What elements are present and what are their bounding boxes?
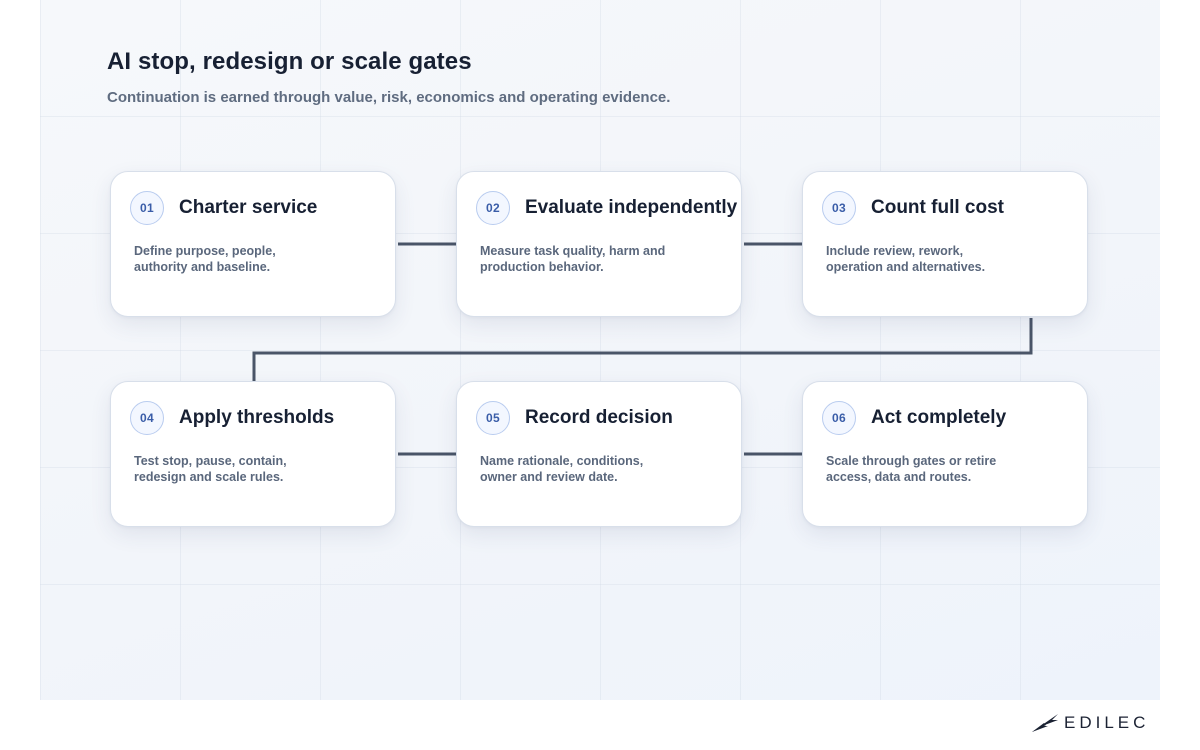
step-description-line: authority and baseline. bbox=[134, 259, 271, 274]
grid-line bbox=[460, 0, 461, 700]
step-description: Include review, rework, operation and al… bbox=[826, 244, 1046, 275]
step-description-line: Define purpose, people, bbox=[134, 244, 276, 258]
page-title: AI stop, redesign or scale gates bbox=[107, 48, 472, 75]
step-description: Test stop, pause, contain, redesign and … bbox=[134, 454, 354, 485]
grid-line bbox=[880, 0, 881, 700]
step-card-charter-service: 01 Charter service Define purpose, peopl… bbox=[110, 171, 396, 317]
step-description-line: production behavior. bbox=[480, 259, 604, 274]
grid-line bbox=[40, 116, 1160, 117]
grid-line bbox=[320, 0, 321, 700]
step-description-line: Scale through gates or retire bbox=[826, 454, 997, 468]
step-card-apply-thresholds: 04 Apply thresholds Test stop, pause, co… bbox=[110, 381, 396, 527]
step-description-line: Test stop, pause, contain, bbox=[134, 454, 287, 468]
step-card-count-full-cost: 03 Count full cost Include review, rewor… bbox=[802, 171, 1088, 317]
brand-logo: EDILEC bbox=[1030, 710, 1149, 736]
step-card-evaluate-independently: 02 Evaluate independently Measure task q… bbox=[456, 171, 742, 317]
grid-line bbox=[180, 0, 181, 700]
step-card-act-completely: 06 Act completely Scale through gates or… bbox=[802, 381, 1088, 527]
step-description-line: redesign and scale rules. bbox=[134, 469, 284, 484]
page-subtitle: Continuation is earned through value, ri… bbox=[107, 89, 671, 106]
step-description-line: operation and alternatives. bbox=[826, 259, 986, 274]
step-number-badge: 06 bbox=[822, 401, 856, 435]
grid-line bbox=[600, 0, 601, 700]
step-title: Charter service bbox=[179, 197, 318, 218]
grid-line bbox=[740, 0, 741, 700]
step-description-line: owner and review date. bbox=[480, 469, 618, 484]
step-description-line: Measure task quality, harm and bbox=[480, 244, 666, 258]
step-description-line: Name rationale, conditions, bbox=[480, 454, 644, 468]
step-title: Evaluate independently bbox=[525, 197, 738, 218]
step-title: Apply thresholds bbox=[179, 407, 335, 428]
step-number-badge: 01 bbox=[130, 191, 164, 225]
step-number-badge: 05 bbox=[476, 401, 510, 435]
step-number-badge: 03 bbox=[822, 191, 856, 225]
step-title: Record decision bbox=[525, 407, 673, 428]
grid-line bbox=[40, 350, 1160, 351]
step-description: Name rationale, conditions, owner and re… bbox=[480, 454, 700, 485]
step-description: Scale through gates or retire access, da… bbox=[826, 454, 1046, 485]
step-description: Measure task quality, harm and productio… bbox=[480, 244, 700, 275]
wing-logo-icon bbox=[1032, 714, 1058, 732]
brand-logo-text: EDILEC bbox=[1064, 713, 1150, 732]
step-description: Define purpose, people, authority and ba… bbox=[134, 244, 354, 275]
step-card-record-decision: 05 Record decision Name rationale, condi… bbox=[456, 381, 742, 527]
step-number-badge: 04 bbox=[130, 401, 164, 435]
grid-line bbox=[40, 0, 41, 700]
step-description-line: Include review, rework, bbox=[826, 244, 964, 258]
step-title: Count full cost bbox=[871, 197, 1004, 218]
step-description-line: access, data and routes. bbox=[826, 469, 972, 484]
step-number-badge: 02 bbox=[476, 191, 510, 225]
grid-line bbox=[1020, 0, 1021, 700]
connector-03-04 bbox=[252, 318, 1033, 381]
step-title: Act completely bbox=[871, 407, 1007, 428]
background-panel bbox=[40, 0, 1160, 700]
grid-line bbox=[40, 584, 1160, 585]
